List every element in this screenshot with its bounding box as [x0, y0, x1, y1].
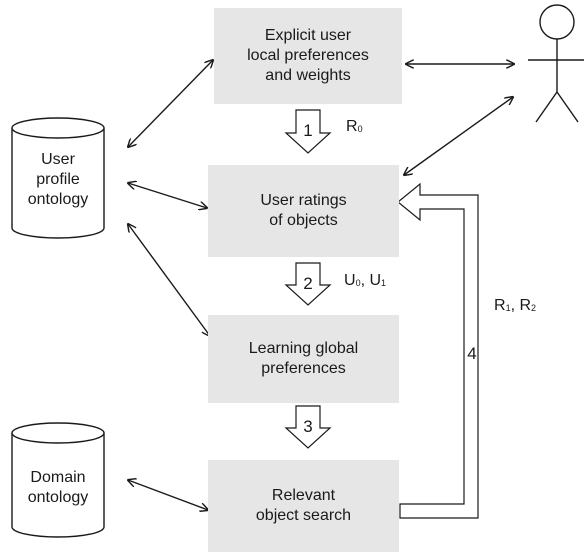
- u0-sub: 0: [355, 278, 361, 288]
- r2-sub: 2: [531, 303, 537, 313]
- step-3-number: 3: [303, 417, 313, 436]
- relevant-object-search-box: Relevant object search: [208, 460, 399, 552]
- explicit-line-1: Explicit user: [264, 27, 352, 44]
- search-line-1: Relevant: [271, 487, 336, 504]
- step-4-feedback-arrow: [397, 182, 479, 519]
- ratings-line-2: of objects: [269, 212, 338, 229]
- profile-to-ratings-arrow: [128, 183, 207, 208]
- r0-sub: 0: [357, 124, 363, 134]
- r-separator: ,: [510, 297, 520, 314]
- search-line-2: object search: [255, 507, 352, 524]
- domain-to-search-arrow: [128, 480, 208, 510]
- domain-ontology-label: Domain ontology: [12, 468, 104, 508]
- user-profile-ontology-label: User profile ontology: [12, 150, 104, 210]
- profile-to-explicit-arrow: [128, 60, 213, 147]
- user-profile-ontology-cylinder: [11, 117, 105, 239]
- profile-label-line-3: ontology: [27, 191, 89, 208]
- r1-base: R: [494, 297, 506, 314]
- learning-global-preferences-box: Learning global preferences: [208, 315, 399, 403]
- user-to-ratings-arrow: [404, 97, 513, 175]
- step-4-number: 4: [467, 344, 477, 363]
- user-ratings-box: User ratings of objects: [208, 165, 399, 257]
- u0-u1-label: U0, U1: [344, 272, 386, 292]
- domain-label-line-1: Domain: [30, 469, 86, 486]
- u-separator: ,: [360, 272, 370, 289]
- step-2-arrow: [284, 262, 332, 306]
- u1-base: U: [369, 272, 382, 289]
- profile-to-learning-arrow: [128, 224, 210, 336]
- step-2-number: 2: [303, 274, 313, 293]
- r0-label: R0: [346, 118, 363, 138]
- step-1-number: 1: [303, 121, 313, 140]
- explicit-line-2: local preferences: [247, 47, 369, 64]
- r2-base: R: [519, 297, 532, 314]
- user-stick-figure: [528, 4, 584, 123]
- explicit-line-3: and weights: [265, 67, 351, 84]
- profile-label-line-2: profile: [36, 171, 80, 188]
- explicit-preferences-box: Explicit user local preferences and weig…: [214, 8, 402, 104]
- u1-sub: 1: [381, 278, 387, 288]
- ratings-line-1: User ratings: [260, 192, 347, 209]
- domain-ontology-cylinder: [11, 422, 105, 538]
- r0-base: R: [346, 118, 358, 135]
- r1-r2-label: R1, R2: [494, 297, 536, 317]
- r1-sub: 1: [505, 303, 511, 313]
- profile-label-line-1: User: [41, 151, 75, 168]
- step-3-arrow: [284, 405, 332, 449]
- domain-label-line-2: ontology: [27, 489, 89, 506]
- step-1-arrow: [284, 109, 332, 154]
- learning-line-1: Learning global: [248, 340, 359, 357]
- learning-line-2: preferences: [261, 360, 346, 377]
- u0-base: U: [344, 272, 356, 289]
